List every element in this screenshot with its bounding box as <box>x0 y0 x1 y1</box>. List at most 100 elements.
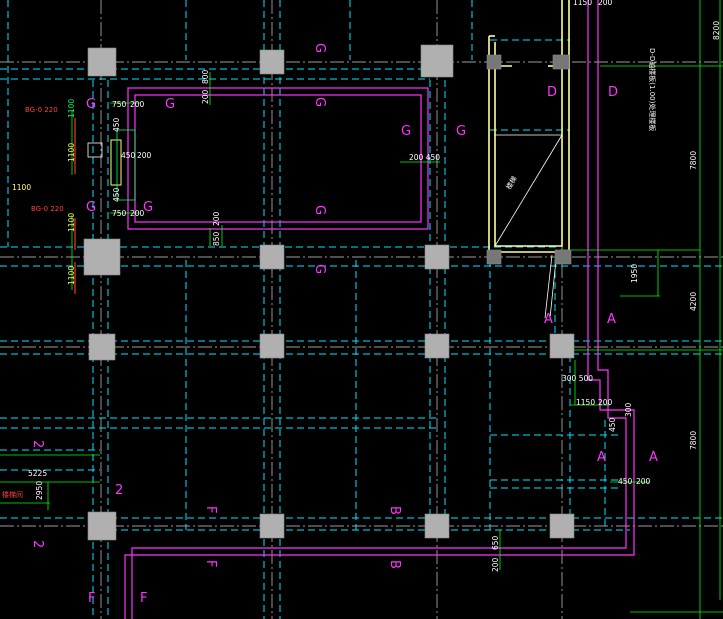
dim-label: 200 <box>130 100 145 109</box>
tag-d: D <box>547 85 557 100</box>
columns <box>83 44 575 541</box>
dim-label: 1150 <box>576 398 595 407</box>
wall-right-inner <box>131 0 627 619</box>
column <box>486 249 502 265</box>
dim-label: 750 <box>112 100 127 109</box>
dim-label: 4200 <box>689 292 698 311</box>
dim-label: 2950 <box>35 481 44 500</box>
dim-label: 450 <box>121 151 136 160</box>
column <box>424 244 450 270</box>
dim-label: 200 <box>201 89 210 104</box>
tag-a: A <box>544 312 553 327</box>
tag-g-rotated: G <box>312 97 327 107</box>
column <box>554 249 572 265</box>
dim-label: 1100 <box>67 213 76 232</box>
dim-label: 200 <box>491 557 500 572</box>
column <box>88 333 116 361</box>
tag-g-rotated: G <box>312 205 327 215</box>
dim-label: 200 <box>137 151 152 160</box>
dim-label: 300 <box>624 402 633 417</box>
tag-2-rotated: 2 <box>30 440 45 448</box>
opening-detail <box>87 129 136 201</box>
column <box>424 333 450 359</box>
left-block-note: 楼梯间 <box>2 490 23 499</box>
dim-label: 200 <box>598 398 613 407</box>
tag-g: G <box>86 200 96 215</box>
dim-label: 750 <box>112 209 127 218</box>
opening-box <box>87 142 103 158</box>
dim-label: 300 500 <box>562 374 593 383</box>
column <box>552 54 570 70</box>
column <box>259 513 285 539</box>
tag-b-rotated: B <box>387 560 402 569</box>
wall-right-outer <box>124 0 635 619</box>
dim-label: 7800 <box>689 431 698 450</box>
tag-2: 2 <box>115 483 123 498</box>
bg-label-upper: BG-0 220 <box>25 106 58 114</box>
tag-f: F <box>88 591 95 606</box>
dim-label: 8200 <box>712 21 721 40</box>
dim-label: 1100 <box>67 266 76 285</box>
tag-a: A <box>597 450 606 465</box>
dim-label: 450 <box>112 187 121 202</box>
stair-diagonal <box>494 134 563 247</box>
column <box>549 513 575 539</box>
tag-a: A <box>607 312 616 327</box>
dim-label: 450 <box>608 417 617 432</box>
dim-label: 200 <box>636 477 651 486</box>
column <box>259 49 285 75</box>
stair-shaft-details <box>494 134 563 319</box>
dim-label: 450 <box>112 117 121 132</box>
column <box>259 244 285 270</box>
shaft-outline <box>488 0 570 253</box>
tag-g: G <box>165 97 175 112</box>
column <box>87 47 117 77</box>
column <box>486 54 502 70</box>
tag-b-rotated: B <box>387 506 402 515</box>
dim-label: 200 <box>212 211 221 226</box>
dim-label: 1100 <box>67 99 76 118</box>
dim-label: 800 <box>201 69 210 84</box>
tag-g: G <box>143 200 153 215</box>
dim-label: 7800 <box>689 151 698 170</box>
tag-g-rotated: G <box>312 43 327 53</box>
column <box>83 238 121 276</box>
section-tags: G G G G G G G G G G G D D A A A A F F F … <box>30 43 658 606</box>
dim-label: 450 <box>618 477 633 486</box>
stair-line <box>549 259 557 319</box>
tag-f: F <box>140 591 147 606</box>
column <box>87 511 117 541</box>
opening-frame-yellow <box>110 139 122 186</box>
tag-g: G <box>401 124 411 139</box>
column <box>420 44 454 78</box>
dim-label: 850 <box>212 231 221 246</box>
tag-d: D <box>608 85 618 100</box>
column <box>424 513 450 539</box>
dim-label: 1150 <box>573 0 592 7</box>
tag-g-rotated: G <box>312 264 327 274</box>
shaft-inner <box>494 0 563 247</box>
tag-f-rotated: F <box>203 506 218 513</box>
wall-room-outer <box>127 87 429 230</box>
dim-label: 1950 <box>630 264 639 283</box>
stair-line <box>544 254 553 319</box>
tag-2-rotated: 2 <box>30 540 45 548</box>
column <box>259 333 285 359</box>
vertical-note: D-D轴楼板(1.00)处理楼板 <box>648 48 657 131</box>
column <box>549 333 575 359</box>
dim-label: 1100 <box>12 183 31 192</box>
tag-f-rotated: F <box>203 560 218 567</box>
tag-g: G <box>456 124 466 139</box>
opening-frame-green <box>116 129 136 201</box>
tag-g: G <box>86 97 96 112</box>
dim-label: 5225 <box>28 469 47 478</box>
dim-label: 200 450 <box>409 153 440 162</box>
dim-label: 200 <box>598 0 613 7</box>
tag-a: A <box>649 450 658 465</box>
dim-label: 200 <box>130 209 145 218</box>
dim-label: 650 <box>491 535 500 550</box>
dimension-text: 1100 1100 1100 1100 1100 1100 750 200 75… <box>12 0 721 572</box>
